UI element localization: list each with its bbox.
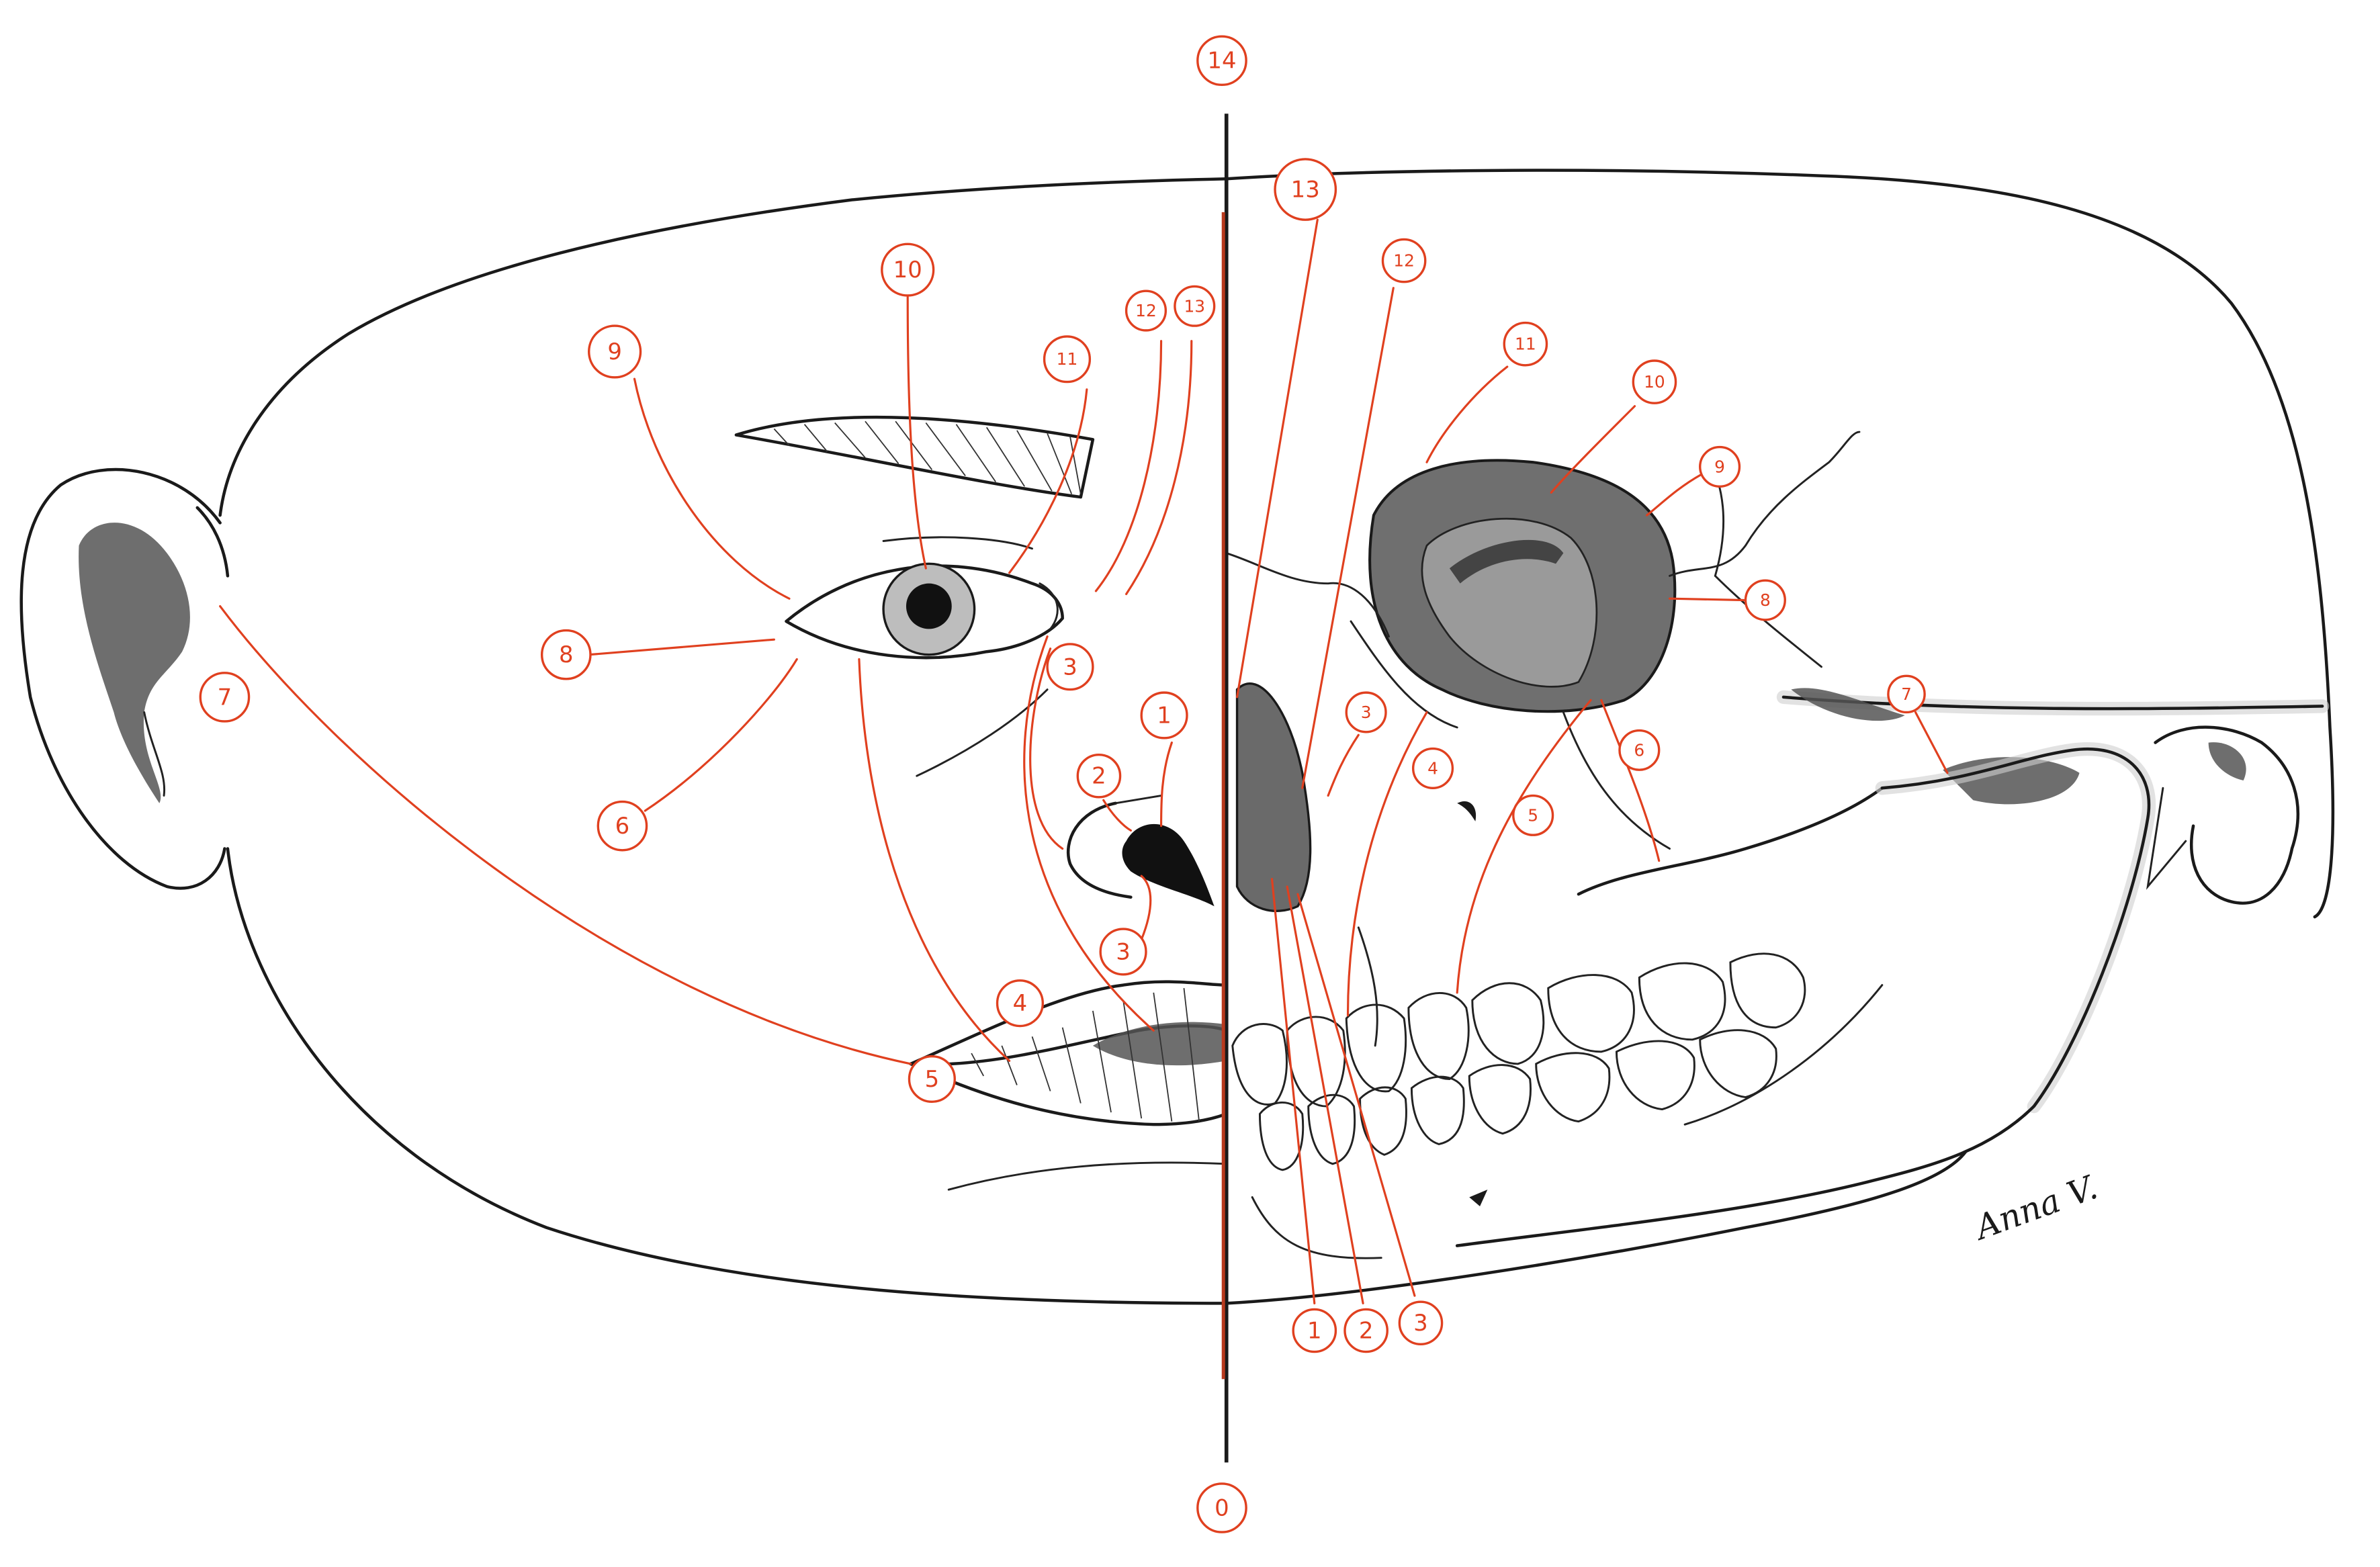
skull-label-8: 8 <box>1744 579 1786 621</box>
svg-text:13: 13 <box>1291 177 1320 203</box>
svg-text:14: 14 <box>1207 48 1236 74</box>
face-label-13: 13 <box>1174 285 1216 327</box>
face-label-3b: 3 <box>1099 928 1147 976</box>
face-label-9: 9 <box>588 324 642 379</box>
face-label-8: 8 <box>540 629 592 680</box>
svg-text:13: 13 <box>1184 296 1205 316</box>
skull-label-12: 12 <box>1381 238 1427 283</box>
skull-label-3b: 3 <box>1398 1300 1444 1346</box>
svg-text:11: 11 <box>1515 334 1536 354</box>
svg-text:1: 1 <box>1157 702 1172 728</box>
face-label-7: 7 <box>199 672 251 723</box>
face-labels: 1 2 3 3 4 5 6 7 8 9 10 11 12 13 <box>199 242 1216 1104</box>
midline-axis <box>1221 114 1229 1463</box>
svg-text:7: 7 <box>1901 684 1912 704</box>
svg-text:6: 6 <box>1634 740 1644 760</box>
svg-text:1: 1 <box>1307 1318 1322 1344</box>
skull-label-6: 6 <box>1618 729 1661 771</box>
skull-label-10: 10 <box>1632 359 1677 404</box>
artist-signature: Anna V. <box>1968 1167 2103 1248</box>
svg-text:10: 10 <box>1644 372 1665 392</box>
skull-labels: 13 12 11 10 9 8 7 6 5 4 3 1 2 3 <box>1274 158 1926 1353</box>
face-leader-lines <box>219 296 1193 1065</box>
svg-text:8: 8 <box>559 641 574 668</box>
face-label-10: 10 <box>881 242 935 297</box>
svg-text:0: 0 <box>1215 1495 1229 1521</box>
face-label-12: 12 <box>1125 289 1167 332</box>
lips <box>909 980 1228 1191</box>
svg-text:9: 9 <box>607 339 622 365</box>
svg-text:7: 7 <box>218 684 232 710</box>
svg-text:3: 3 <box>1116 938 1131 965</box>
skull-label-11: 11 <box>1503 321 1548 367</box>
svg-text:6: 6 <box>615 813 630 839</box>
skull-label-13: 13 <box>1274 158 1337 221</box>
svg-text:12: 12 <box>1135 301 1157 320</box>
svg-text:5: 5 <box>1528 805 1538 825</box>
svg-text:2: 2 <box>1092 763 1106 789</box>
label-0: 0 <box>1196 1482 1247 1533</box>
svg-text:10: 10 <box>893 257 922 283</box>
svg-text:3: 3 <box>1361 703 1372 722</box>
svg-text:8: 8 <box>1760 590 1771 610</box>
skull-leader-lines <box>1235 218 1949 1304</box>
svg-text:4: 4 <box>1427 758 1438 778</box>
skull-label-4: 4 <box>1411 747 1454 789</box>
face-label-6: 6 <box>597 800 648 852</box>
svg-text:3: 3 <box>1063 654 1077 680</box>
svg-text:2: 2 <box>1359 1318 1374 1344</box>
label-14: 14 <box>1196 35 1247 87</box>
midline-labels: 14 0 <box>1196 35 1247 1533</box>
skull-label-3a: 3 <box>1345 691 1387 733</box>
eye <box>785 536 1064 660</box>
face-label-4: 4 <box>996 979 1045 1028</box>
skull-label-7: 7 <box>1887 674 1926 714</box>
svg-text:5: 5 <box>925 1066 940 1092</box>
face-label-11: 11 <box>1043 335 1092 384</box>
skull <box>1225 431 2330 1259</box>
face-label-1: 1 <box>1140 691 1188 740</box>
svg-text:9: 9 <box>1714 457 1725 476</box>
svg-text:4: 4 <box>1013 990 1028 1016</box>
nasal-aperture <box>1235 682 1312 912</box>
skull-label-5: 5 <box>1512 794 1554 836</box>
svg-text:12: 12 <box>1393 251 1415 271</box>
skull-label-9: 9 <box>1699 445 1741 488</box>
head-outline <box>218 169 2335 1305</box>
svg-text:11: 11 <box>1057 349 1078 369</box>
svg-text:3: 3 <box>1413 1310 1428 1336</box>
face-label-5: 5 <box>908 1055 956 1104</box>
skull-label-1: 1 <box>1292 1308 1337 1353</box>
face-label-3a: 3 <box>1046 643 1094 691</box>
face-label-2: 2 <box>1076 753 1122 799</box>
skull-label-2: 2 <box>1343 1308 1389 1353</box>
eyebrow <box>734 415 1095 499</box>
teeth <box>1231 952 1806 1171</box>
ear <box>19 467 230 890</box>
